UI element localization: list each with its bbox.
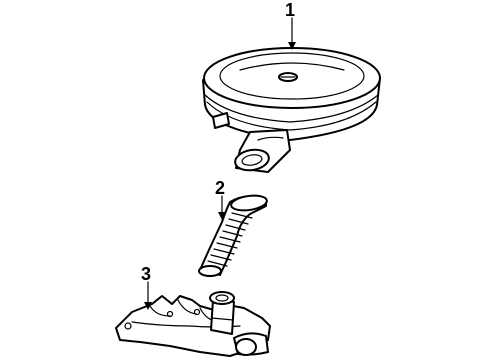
air-cleaner-assembly (202, 47, 381, 173)
exhaust-manifold-heat-stove (115, 291, 271, 357)
intake-duct-hose (198, 194, 268, 277)
callout-label-2: 2 (215, 178, 225, 198)
callout-label-1: 1 (285, 0, 295, 20)
arrow-head-3 (144, 302, 152, 310)
arrow-head-2 (218, 212, 226, 220)
arrow-head-1 (288, 42, 296, 50)
callout-label-3: 3 (141, 264, 151, 284)
